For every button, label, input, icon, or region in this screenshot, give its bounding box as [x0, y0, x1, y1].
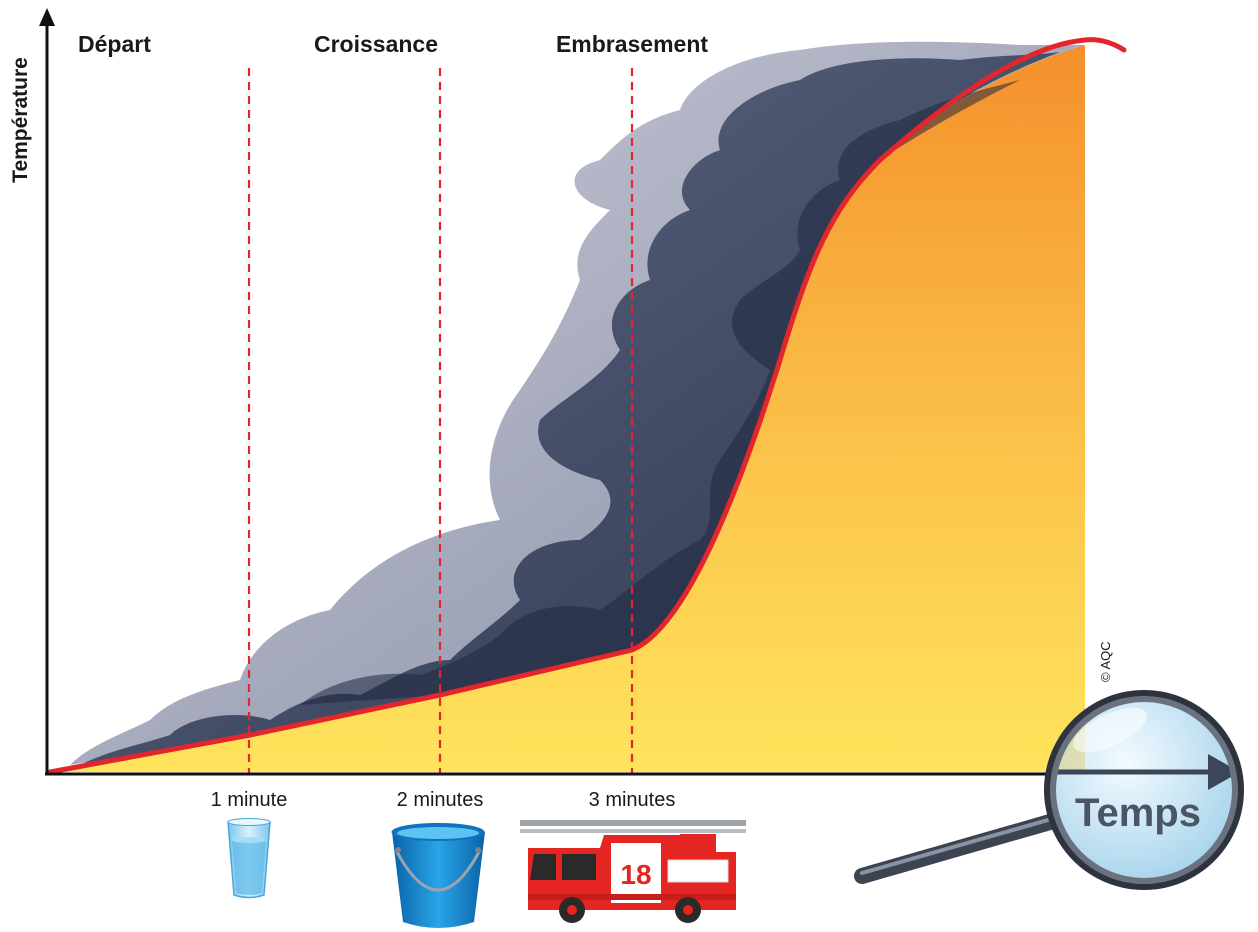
magnifying-glass-icon: Temps	[854, 690, 1244, 890]
x-axis-arrow-icon	[1208, 754, 1232, 790]
temperature-curve	[47, 37, 1127, 775]
fire-truck-icon: 18	[520, 820, 746, 923]
time-label-3min: 3 minutes	[589, 789, 676, 811]
time-label-1min: 1 minute	[211, 789, 288, 811]
time-label-2min: 2 minutes	[397, 789, 484, 811]
phase-label-croissance: Croissance	[314, 31, 438, 57]
axes	[39, 8, 1050, 776]
phase-label-embrasement: Embrasement	[556, 31, 708, 57]
copyright-label: © AQC	[1098, 641, 1113, 682]
fire-area	[50, 45, 1085, 772]
x-axis-label: Temps	[1075, 791, 1201, 835]
glass-of-water-icon	[227, 818, 271, 899]
water-bucket-icon	[391, 823, 485, 928]
y-axis-label: Température	[9, 57, 32, 183]
phase-label-depart: Départ	[78, 31, 151, 57]
y-axis-arrow-icon	[39, 8, 55, 26]
time-marker-lines	[247, 68, 634, 775]
fire-truck-number: 18	[620, 859, 651, 890]
